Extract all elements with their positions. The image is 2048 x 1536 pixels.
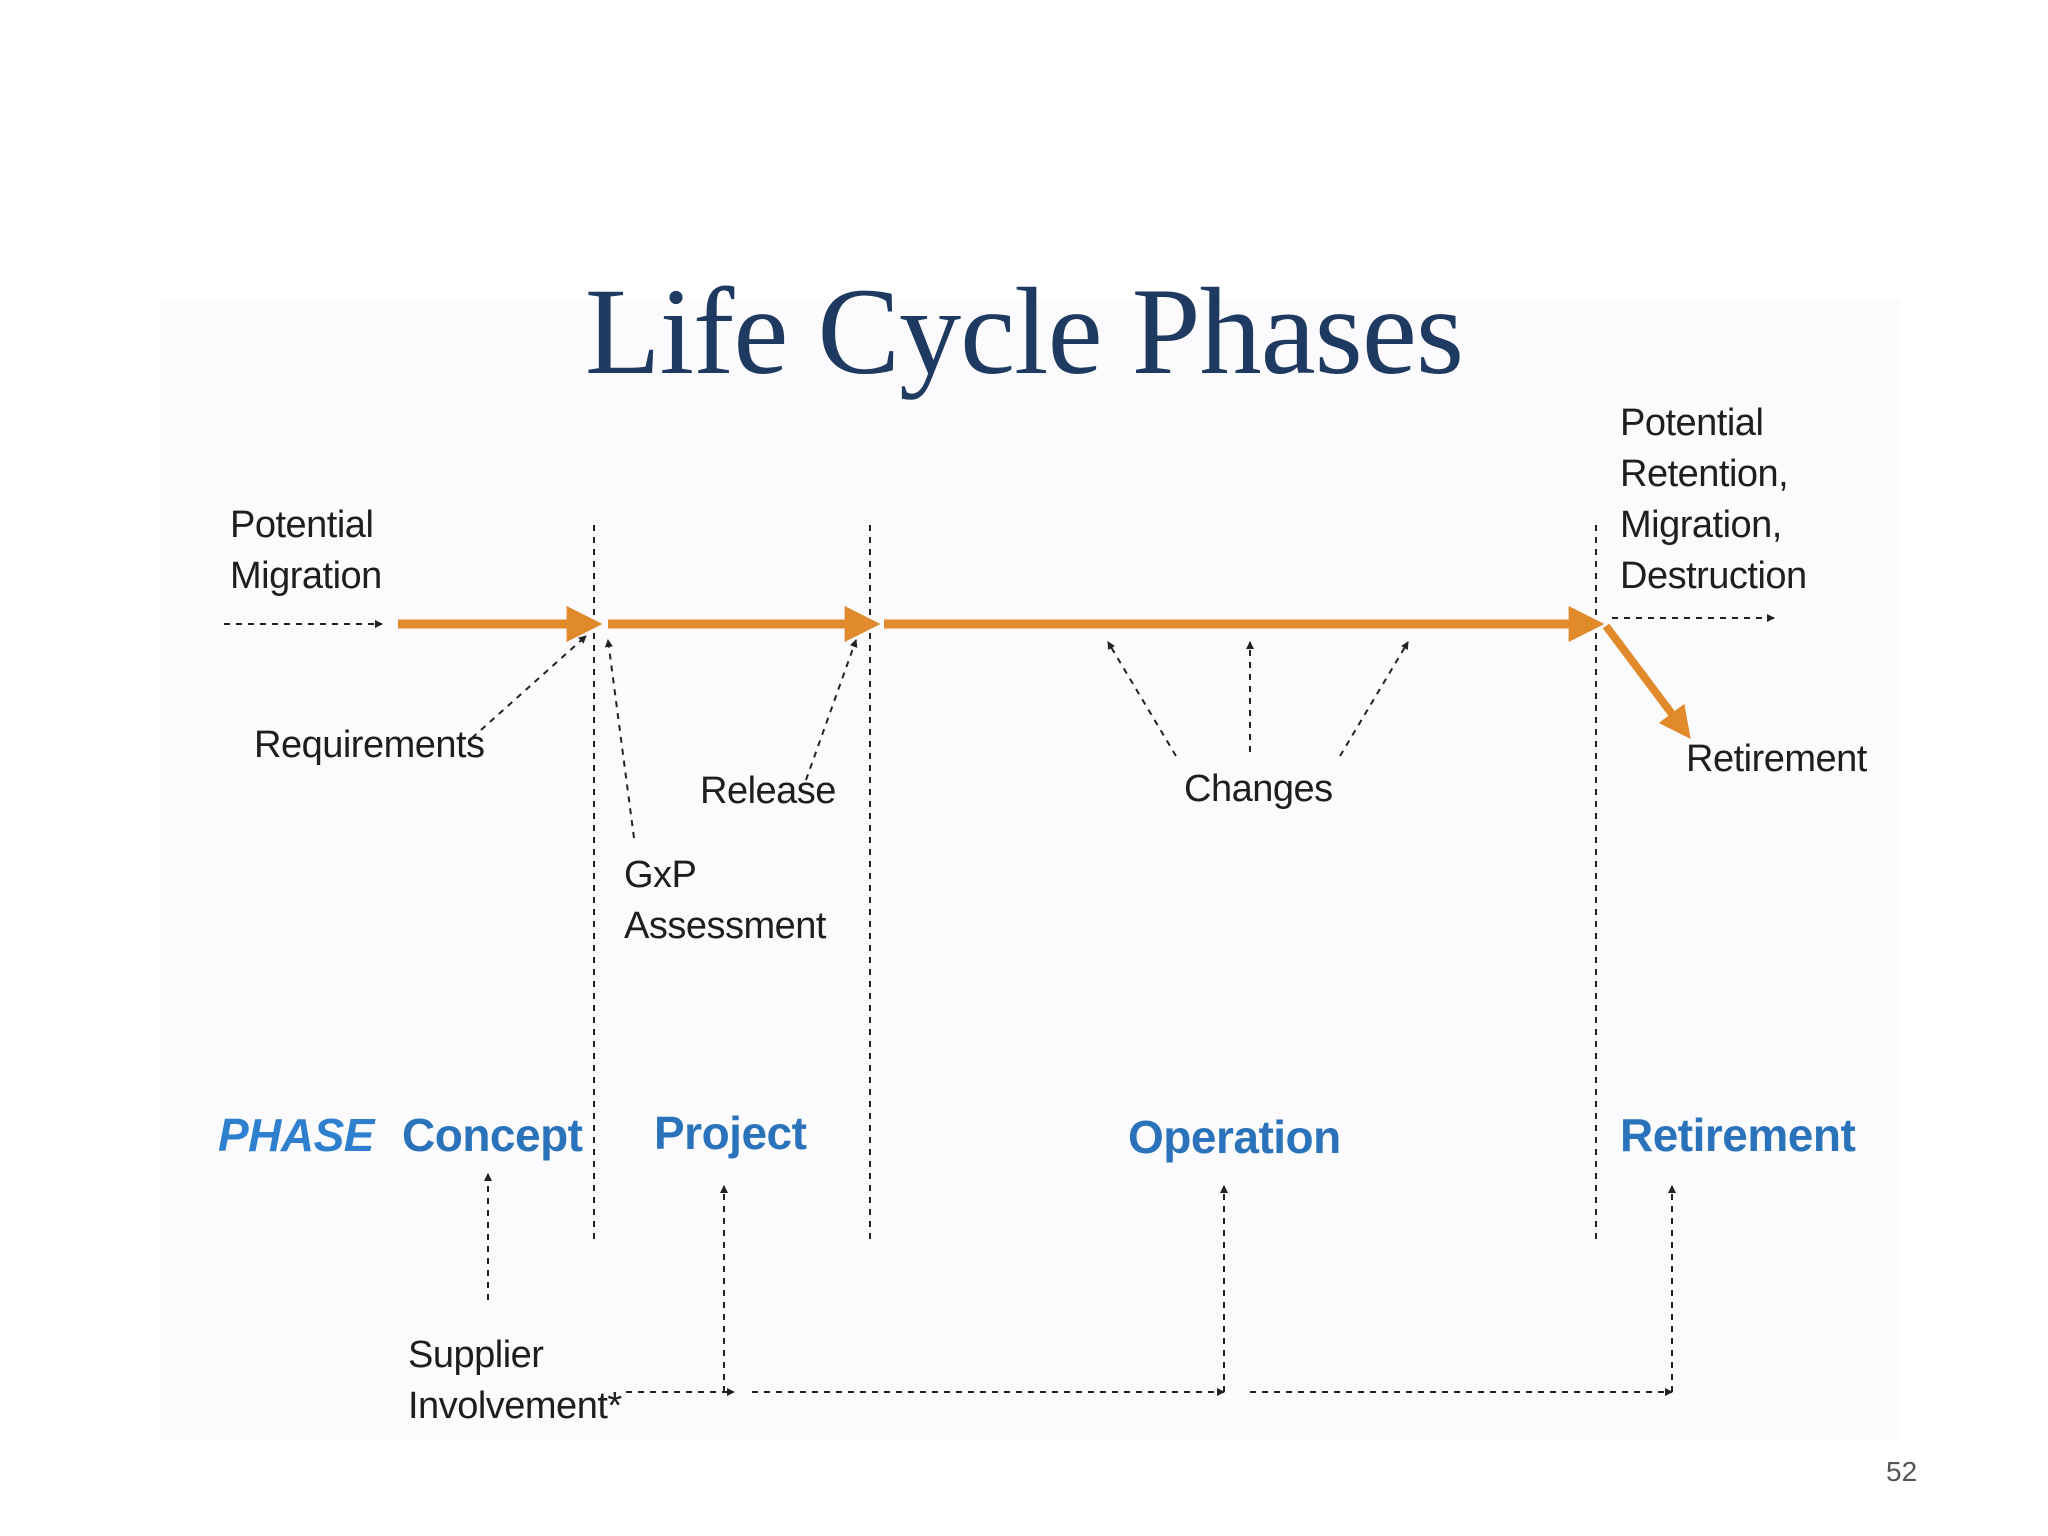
flow-arrow-retirement: [1602, 623, 1691, 739]
potential-migration-label: Potential Migration: [230, 500, 382, 602]
changes-pointer-left: [1107, 641, 1177, 757]
changes-label: Changes: [1184, 768, 1333, 810]
end-of-life-label: Potential Retention, Migration, Destruct…: [1620, 398, 1807, 602]
phase-project: Project: [654, 1107, 807, 1159]
phase-concept: Concept: [402, 1109, 583, 1161]
release-label: Release: [700, 770, 836, 812]
changes-pointer-right: [1339, 641, 1409, 757]
requirements-label: Requirements: [254, 724, 485, 766]
phase-retirement: Retirement: [1620, 1109, 1856, 1161]
supplier-involvement-line-1: Supplier: [408, 1334, 544, 1376]
end-of-life-line-4: Destruction: [1620, 555, 1807, 597]
retirement-event-label: Retirement: [1686, 738, 1867, 780]
gxp-assessment-line-1: GxP: [624, 854, 697, 896]
diagram-panel: [160, 300, 1900, 1440]
end-of-life-line-1: Potential: [1620, 402, 1764, 444]
supplier-involvement-label: Supplier Involvement*: [408, 1330, 622, 1432]
requirements-pointer: [471, 635, 587, 739]
phase-operation: Operation: [1128, 1111, 1341, 1163]
gxp-assessment-line-2: Assessment: [624, 905, 826, 947]
gxp-assessment-pointer: [604, 639, 635, 839]
supplier-involvement-line-2: Involvement*: [408, 1385, 622, 1427]
potential-migration-line-1: Potential: [230, 504, 374, 546]
end-of-life-line-3: Migration,: [1620, 504, 1782, 546]
phase-heading: PHASE: [218, 1109, 374, 1161]
page-number: 52: [1886, 1456, 1918, 1487]
gxp-assessment-label: GxP Assessment: [624, 850, 826, 952]
release-pointer: [805, 639, 858, 781]
page-title: Life Cycle Phases: [584, 263, 1464, 400]
potential-migration-line-2: Migration: [230, 555, 382, 597]
end-of-life-line-2: Retention,: [1620, 453, 1789, 495]
